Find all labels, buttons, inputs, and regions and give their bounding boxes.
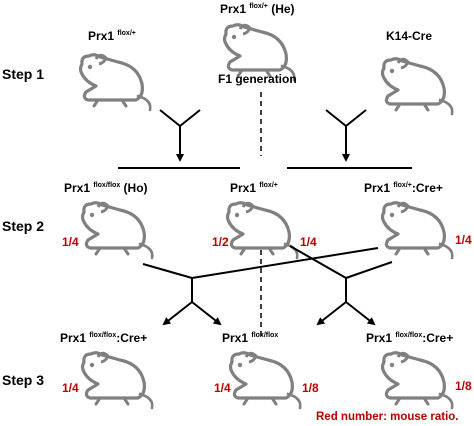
cross-right [325,109,367,162]
genotype-label: Prx1 flox/flox:Cre+ [60,331,148,345]
genotype-label: Prx1 flox/+:Cre+ [364,181,443,195]
genotype-label: Prx1 flox/flox:Cre+ [366,331,454,345]
mouse-icon [380,351,454,410]
mouse-icon [380,201,454,260]
ratio-label: 1/4 [455,233,472,247]
cross-step2-right [289,245,393,326]
genotype-label: Prx1 flox/flox (Ho) [64,181,148,195]
step-label: Step 2 [2,218,45,234]
genotype-label: Prx1 flox/+ (He) [220,2,295,16]
genotype-label: K14-Cre [386,29,433,43]
ratio-label: 1/4 [62,381,79,395]
legend-note: Red number: mouse ratio. [316,411,459,423]
step-label: Step 3 [2,372,45,388]
ratio-label: 1/4 [62,235,79,249]
f1-caption: F1 generation [218,72,297,86]
mouse-icon [80,201,154,260]
step-label: Step 1 [2,66,45,82]
ratio-label: 1/4 [300,235,317,249]
genotype-label: Prx1 flox/+ [88,29,136,43]
mouse-icon [225,201,299,260]
ratio-label: 1/8 [455,379,472,393]
cross-left [159,109,201,162]
cross-step2-left [142,247,379,326]
mouse-icon [228,351,302,410]
ratio-label: 1/8 [302,381,319,395]
genotype-label: Prx1 flox/+ [230,181,278,195]
genotype-label: Prx1 flox/flox [222,331,279,345]
ratio-label: 1/2 [212,235,229,249]
ratio-label: 1/4 [214,381,231,395]
mouse-icon [380,57,454,116]
mouse-icon [78,53,152,112]
mouse-icon [80,351,154,410]
